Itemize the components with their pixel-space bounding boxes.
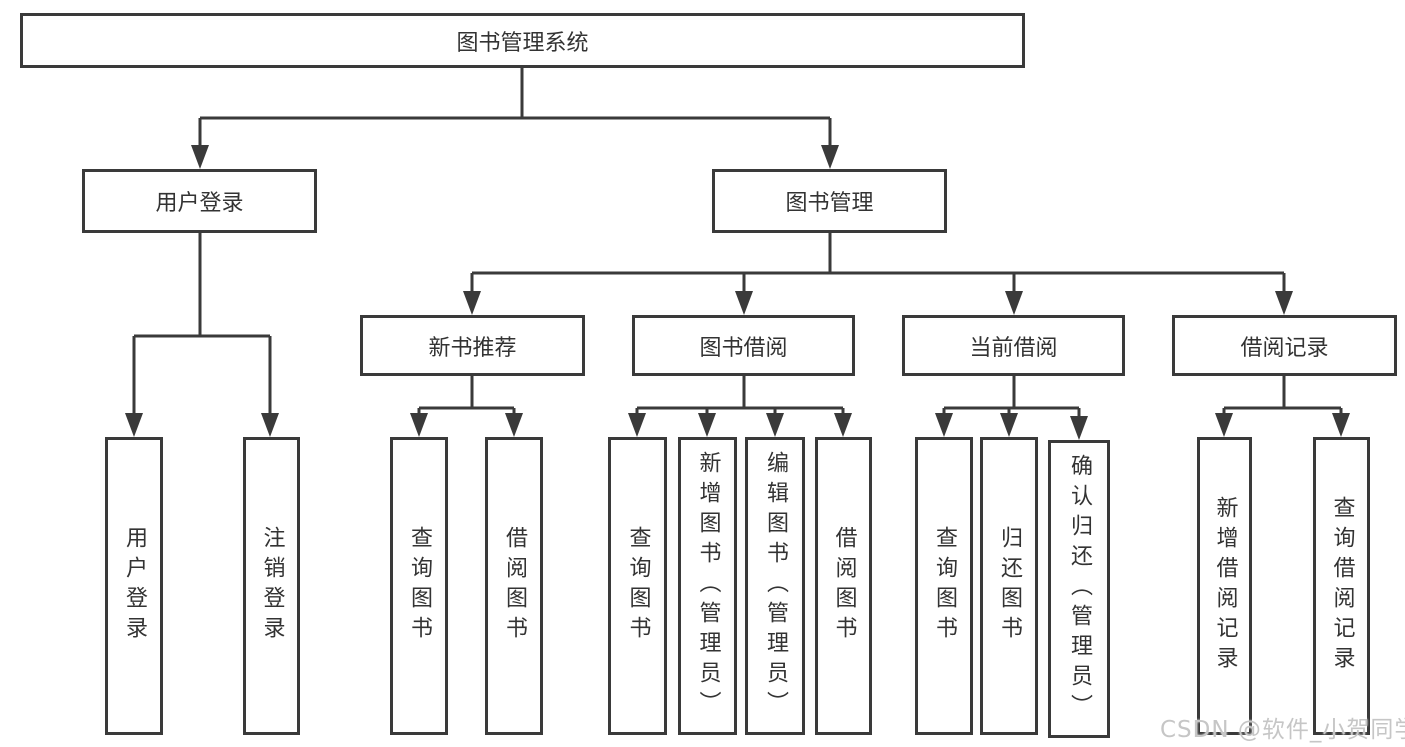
leaf-query-borrow-record: 查询借阅记录 [1313,437,1370,735]
leaf-user-login: 用户登录 [105,437,163,735]
node-new-book-recommend: 新书推荐 [360,315,585,376]
node-label: 当前借阅 [969,335,1058,361]
node-label: 新书推荐 [428,335,517,361]
node-root: 图书管理系统 [20,13,1025,68]
node-label: 查询图书 [932,526,957,646]
leaf-borrow-book-recommend: 借阅图书 [485,437,543,735]
node-book-management: 图书管理 [712,169,947,233]
node-label: 编辑图书（管理员） [763,451,788,721]
node-label: 借阅图书 [502,526,527,646]
leaf-borrow-book: 借阅图书 [815,437,872,735]
node-label: 图书借阅 [699,335,788,361]
node-label: 用户登录 [122,526,147,646]
node-current-borrow: 当前借阅 [902,315,1125,376]
node-label: 图书管理 [785,191,874,216]
node-label: 归还图书 [997,526,1022,646]
node-book-borrow: 图书借阅 [632,315,855,376]
csdn-watermark: CSDN @软件_小贺同学 [1160,717,1405,743]
node-label: 注销登录 [259,526,285,646]
leaf-return-book: 归还图书 [980,437,1038,735]
leaf-add-borrow-record: 新增借阅记录 [1197,437,1252,735]
leaf-edit-book-admin: 编辑图书（管理员） [745,437,805,735]
leaf-query-book-current: 查询图书 [915,437,973,735]
leaf-add-book-admin: 新增图书（管理员） [678,437,737,735]
node-label: 查询图书 [625,526,651,646]
node-label: 查询图书 [407,526,432,646]
node-label: 新增借阅记录 [1212,496,1238,676]
node-label: 图书管理系统 [456,30,589,56]
node-label: 用户登录 [155,191,244,216]
leaf-query-book-recommend: 查询图书 [390,437,448,735]
node-label: 确认归还（管理员） [1067,454,1092,724]
node-label: 借阅图书 [831,526,857,646]
node-label: 借阅记录 [1240,335,1329,361]
node-user-login: 用户登录 [82,169,317,233]
node-borrow-record: 借阅记录 [1172,315,1397,376]
node-label: 查询借阅记录 [1329,496,1355,676]
leaf-query-book-borrow: 查询图书 [608,437,667,735]
leaf-confirm-return-admin: 确认归还（管理员） [1048,440,1110,738]
node-label: 新增图书（管理员） [695,451,721,721]
leaf-logout: 注销登录 [243,437,300,735]
